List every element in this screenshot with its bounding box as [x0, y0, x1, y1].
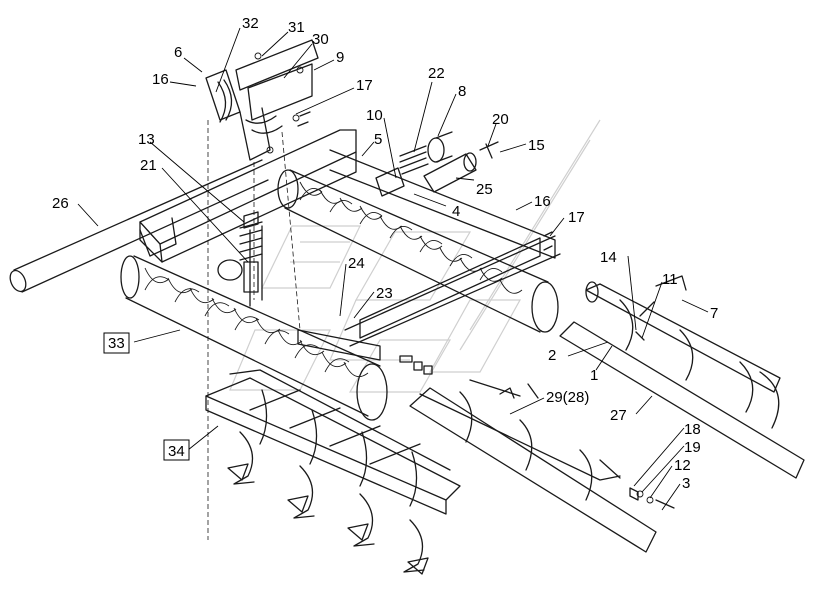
part-label: 18 — [684, 421, 701, 438]
part-label: 10 — [366, 107, 383, 124]
spring-13 — [239, 211, 263, 293]
tine-frame-34 — [205, 369, 461, 575]
part-label: 26 — [52, 195, 69, 212]
bracket-assembly-top — [205, 39, 319, 540]
part-label: 15 — [528, 137, 545, 154]
part-label: 3 — [682, 475, 690, 492]
part-label: 16 — [152, 71, 169, 88]
part-label: 11 — [662, 271, 678, 288]
leader-lines — [77, 27, 709, 511]
part-label: 21 — [140, 157, 157, 174]
roller-lower — [120, 255, 388, 421]
part-label: 2 — [548, 347, 556, 364]
sleeve-25 — [375, 141, 499, 197]
leveling-bar — [409, 379, 657, 553]
watermark — [229, 119, 601, 393]
label-box-34 — [163, 439, 190, 461]
part-label: 5 — [374, 131, 382, 148]
part-label: 22 — [428, 65, 445, 82]
part-label: 25 — [476, 181, 493, 198]
part-label: 7 — [710, 305, 718, 322]
part-label: 14 — [600, 249, 617, 266]
part-label: 23 — [376, 285, 393, 302]
leveling-bar-27 — [559, 275, 805, 479]
part-label: 33 — [108, 335, 125, 352]
part-label: 24 — [348, 255, 365, 272]
part-label: 9 — [336, 49, 344, 66]
tube-26 — [9, 159, 269, 293]
part-label: 12 — [674, 457, 691, 474]
part-label: 34 — [168, 443, 185, 460]
fasteners — [297, 111, 675, 509]
part-label: 31 — [288, 19, 305, 36]
part-label: 20 — [492, 111, 509, 128]
part-label: 6 — [174, 44, 182, 61]
part-label: 4 — [452, 203, 460, 220]
part-label: 32 — [242, 15, 259, 32]
part-label: 17 — [356, 77, 373, 94]
part-label: 16 — [534, 193, 551, 210]
roller-upper — [277, 169, 559, 333]
part-label: 13 — [138, 131, 155, 148]
part-label: 30 — [312, 31, 329, 48]
main-frame — [139, 129, 561, 361]
part-label: 17 — [568, 209, 585, 226]
part-label: 29(28) — [546, 389, 589, 406]
part-label: 8 — [458, 83, 466, 100]
part-label: 19 — [684, 439, 701, 456]
part-labels: 32 31 30 6 9 16 22 8 17 10 20 13 5 15 21… — [52, 15, 718, 492]
part-label: 27 — [610, 407, 627, 424]
label-box-33 — [103, 332, 130, 354]
part-label: 1 — [590, 367, 598, 384]
spring-22 — [399, 131, 453, 175]
